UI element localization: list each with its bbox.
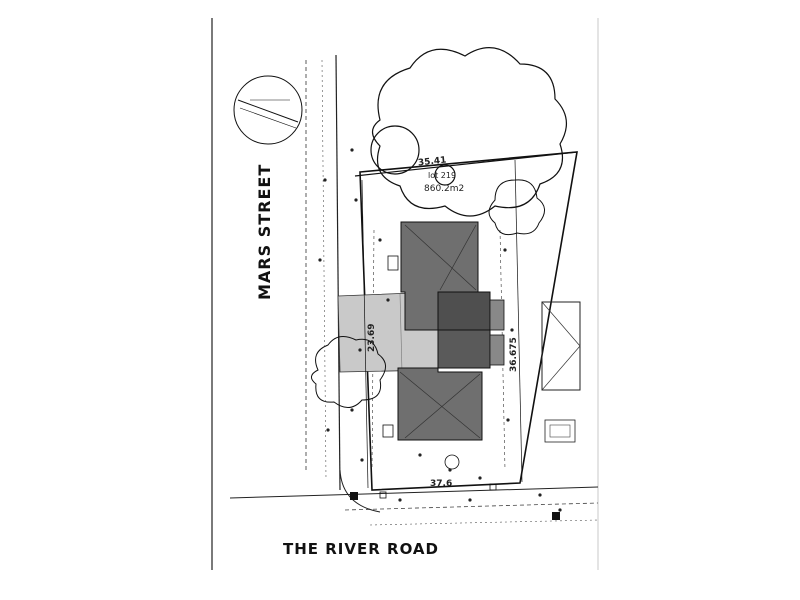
porch-1 [489,299,505,331]
small-tree-ne [488,179,545,236]
corner-splay [339,469,381,513]
east-boundary-dimension: 36.675 [509,337,519,372]
west-dimension-line [361,179,369,489]
drain-pit [552,512,560,520]
lot-number-label: lot 219 [428,171,457,180]
garage-1 [437,291,491,331]
mars-street-boundary [335,54,341,491]
dwelling-1-ridge-a [404,224,477,291]
porch-2 [489,334,505,366]
corner-peg-east [489,483,497,491]
neighbour-roof-line-2 [541,345,581,391]
west-boundary-dimension: 23.69 [367,323,377,352]
east-dimension-line [514,159,523,483]
garage-2 [437,329,491,369]
river-road-verge [369,519,599,526]
lot-area-label: 860.2m2 [424,184,465,194]
gate-marker [350,492,358,500]
mars-street-footpath [321,59,327,481]
north-boundary-line [354,151,578,177]
north-arrow-icon [233,75,303,145]
neighbour-shed [544,419,576,443]
garden-shrub [444,454,460,470]
meter-box [382,424,394,438]
river-road-label: THE RIVER ROAD [283,540,439,558]
street-tree-west [311,335,386,408]
neighbour-roof-line-1 [541,301,581,347]
south-boundary-dimension: 37.6 [430,479,453,489]
letterbox [387,255,399,271]
neighbour-building [541,301,581,391]
lot-boundary [359,151,578,491]
corner-peg [379,491,387,499]
dwelling-2-ridge-a [399,371,481,439]
river-road-boundary [229,486,599,499]
river-road-kerb [344,502,599,511]
level-markers [318,148,562,512]
large-tree [370,47,567,217]
driveway-centre [399,293,403,373]
dwelling-1-ridge-b [439,224,477,291]
dwelling-2-ridge-b [404,373,481,439]
neighbour-shed-inner [549,424,571,438]
mars-street-label: MARS STREET [255,163,274,300]
